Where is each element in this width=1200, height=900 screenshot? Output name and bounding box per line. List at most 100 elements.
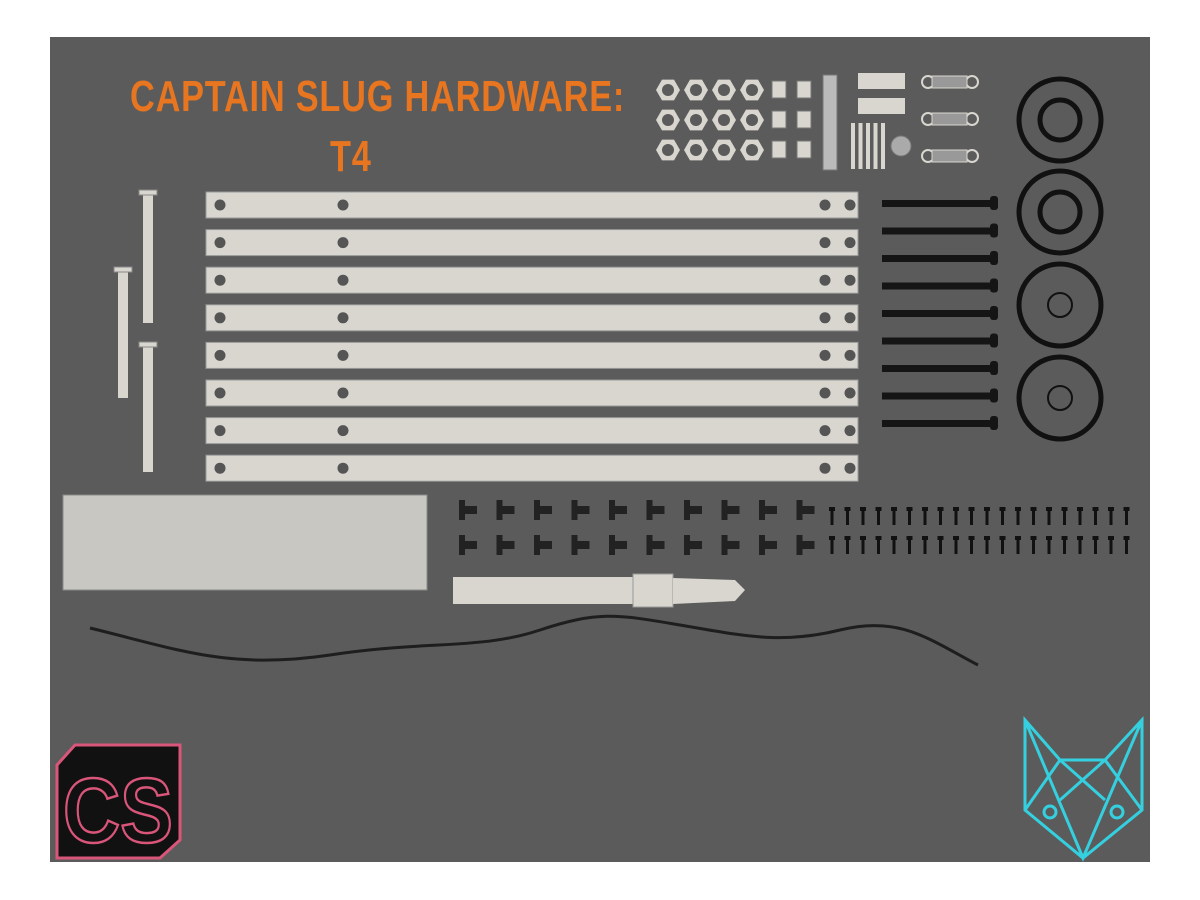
small-screw [985,539,989,554]
strap-hole [337,349,349,361]
button-screw-head [721,535,728,555]
small-screw-head [1108,536,1114,540]
small-screw [892,539,896,554]
small-screw [1001,510,1004,525]
small-screw [908,539,911,554]
button-screw [765,506,777,514]
small-screw-head [829,536,835,540]
strap-hole [214,425,226,437]
hex-nut-hole [746,114,758,126]
strap-hole [844,425,856,437]
o-ring [1016,354,1104,442]
strap-hole [844,237,856,249]
small-screw-head [860,507,866,511]
small-screw [1125,510,1128,525]
long-bolt [882,200,990,207]
small-screw [846,539,849,554]
spacer [771,140,787,159]
hex-nut-hole [662,84,674,96]
button-screw [727,541,740,549]
bushing [858,73,905,89]
strap-hole [214,387,226,399]
strap-hole [819,237,831,249]
hex-nut-hole [690,144,702,156]
strap-hole [337,387,349,399]
small-screw [1063,539,1066,554]
small-screw [830,510,834,525]
strap-hole [819,349,831,361]
button-screw [802,541,815,549]
cs-logo: CS [55,743,182,863]
hex-nut-hole [746,144,758,156]
button-screw [465,541,477,549]
small-screw-head [906,536,913,540]
strap-hole [844,462,856,474]
pin-head [113,266,133,273]
small-screw [1001,539,1004,554]
small-screw-head [1077,536,1083,540]
strap-hole [844,274,856,286]
strap [205,229,859,257]
small-screw [846,510,849,525]
button-screw [502,541,515,549]
small-screw [1125,539,1128,554]
bolt-head [990,306,998,320]
button-screw [652,506,665,514]
button-screw-head [534,500,540,520]
small-screw [1094,510,1097,525]
small-screw-head [1092,536,1099,540]
small-screw [1109,510,1113,525]
bushing [858,98,905,114]
spacer [796,110,812,129]
button-screw-head [796,535,803,555]
strap-hole [214,199,226,211]
spring [931,149,968,163]
small-screw-head [1046,536,1052,540]
spacer [796,80,812,99]
small-screw [1047,539,1051,554]
strap-hole [337,462,349,474]
button-screw [577,541,590,549]
small-screw [1078,510,1082,525]
long-bolt [882,365,990,372]
pin [118,270,128,398]
button-screw-head [646,500,653,520]
small-screw-head [999,536,1006,540]
strap-hole [819,462,831,474]
button-screw [690,506,702,514]
button-screw-head [571,500,578,520]
small-screw [1078,539,1082,554]
small-screw-head [875,536,882,540]
strap-hole [844,199,856,211]
rod [881,123,885,169]
small-screw-head [844,507,851,511]
spring-loop [965,75,979,89]
hex-nut-hole [662,144,674,156]
button-screw [540,541,552,549]
bolt-head [990,223,998,238]
hex-nut-hole [718,114,730,126]
spring-loop [965,112,979,126]
pin [143,345,153,472]
small-screw-head [1030,536,1037,540]
hex-nut-hole [718,84,730,96]
long-bolt [882,227,990,235]
strap-hole [214,237,226,249]
small-screw [1063,510,1066,525]
product-background [50,37,1150,862]
o-ring [1016,76,1104,164]
strap-hole [819,274,831,286]
small-screw [954,539,958,554]
rod [851,123,855,169]
ring-inner [1037,97,1083,143]
ring-inner [1047,385,1073,411]
bolt-head [990,251,998,265]
spring-loop [965,149,979,163]
strap-hole [337,425,349,437]
strap-hole [844,387,856,399]
strap-hole [819,425,831,437]
small-screw-head [844,536,851,540]
small-screw [970,510,973,525]
button-screw [690,541,702,549]
small-screw [1032,539,1035,554]
